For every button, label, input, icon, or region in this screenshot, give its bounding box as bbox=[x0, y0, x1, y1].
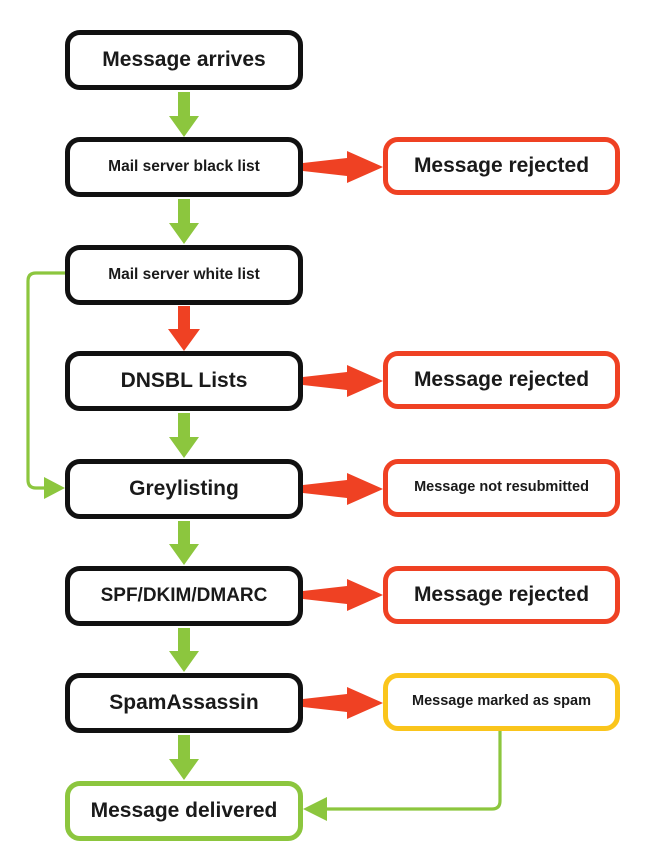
node-mail-server-white-list[interactable]: Mail server white list bbox=[65, 245, 303, 305]
node-label: Message arrives bbox=[102, 48, 266, 72]
node-label: Message marked as spam bbox=[412, 693, 591, 710]
edge-blacklist-to-rejected bbox=[303, 151, 383, 183]
edge-whitelist-to-dnsbl bbox=[168, 306, 200, 351]
node-label: Message rejected bbox=[413, 154, 590, 178]
node-label: Mail server black list bbox=[108, 158, 260, 176]
node-label: Message rejected bbox=[413, 583, 590, 607]
edge-dnsbl-to-rejected bbox=[303, 365, 383, 397]
node-label: Message delivered bbox=[90, 799, 278, 823]
node-spamassassin[interactable]: SpamAssassin bbox=[65, 673, 303, 733]
edge-spamassassin-to-delivered bbox=[169, 735, 199, 780]
edge-whitelist-bypass-greylist bbox=[26, 271, 65, 499]
node-mail-server-black-list[interactable]: Mail server black list bbox=[65, 137, 303, 197]
edge-spam-to-delivered bbox=[303, 731, 502, 821]
edge-blacklist-to-whitelist bbox=[169, 199, 199, 244]
node-message-marked-as-spam[interactable]: Message marked as spam bbox=[383, 673, 620, 731]
edge-greylist-to-notresub bbox=[303, 473, 383, 505]
node-label: Mail server white list bbox=[108, 266, 260, 284]
edge-spamassassin-to-spam bbox=[303, 687, 383, 719]
edge-arrives-to-blacklist bbox=[169, 92, 199, 137]
edge-greylist-to-spf bbox=[169, 521, 199, 565]
edge-spf-to-spamassassin bbox=[169, 628, 199, 672]
node-label: SPF/DKIM/DMARC bbox=[100, 584, 268, 606]
node-label: SpamAssassin bbox=[109, 691, 259, 715]
node-spf-dkim-dmarc[interactable]: SPF/DKIM/DMARC bbox=[65, 566, 303, 626]
node-dnsbl-lists[interactable]: DNSBL Lists bbox=[65, 351, 303, 411]
node-message-rejected-blacklist[interactable]: Message rejected bbox=[383, 137, 620, 195]
edge-spf-to-rejected bbox=[303, 579, 383, 611]
node-label: Greylisting bbox=[129, 477, 239, 501]
node-label: DNSBL Lists bbox=[120, 369, 248, 393]
node-message-rejected-spf[interactable]: Message rejected bbox=[383, 566, 620, 624]
node-message-arrives[interactable]: Message arrives bbox=[65, 30, 303, 90]
node-label: Message not resubmitted bbox=[414, 479, 589, 496]
node-message-not-resubmitted[interactable]: Message not resubmitted bbox=[383, 459, 620, 517]
node-message-rejected-dnsbl[interactable]: Message rejected bbox=[383, 351, 620, 409]
edge-dnsbl-to-greylist bbox=[169, 413, 199, 458]
node-greylisting[interactable]: Greylisting bbox=[65, 459, 303, 519]
node-label: Message rejected bbox=[413, 368, 590, 392]
node-message-delivered[interactable]: Message delivered bbox=[65, 781, 303, 841]
